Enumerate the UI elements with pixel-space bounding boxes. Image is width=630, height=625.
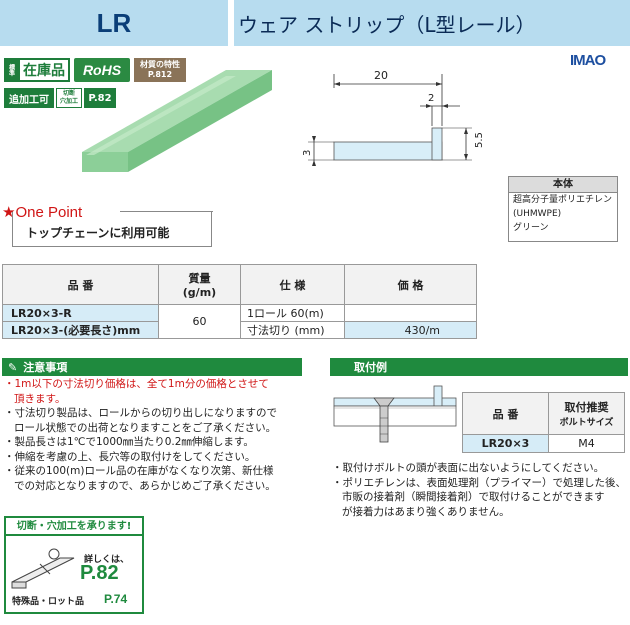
mounting-note: ・取付けボルトの頭が表面に出ないようにしてください。 — [332, 462, 605, 474]
cutting-illustration-icon — [11, 548, 75, 589]
caution-title: 注意事項 — [23, 361, 68, 374]
service-page-link[interactable]: P.82 — [80, 562, 119, 584]
price-cell: 430/m — [344, 321, 477, 339]
header-weight: 質量(g/m) — [158, 264, 241, 305]
stock-badge: 在庫品 — [18, 58, 70, 82]
caution-item: ・製品長さは1℃で1000㎜当たり0.2㎜伸縮します。 — [4, 436, 254, 448]
material-property-badge[interactable]: 材質の特性 P.812 — [134, 58, 186, 82]
service-box[interactable]: 切断・穴加工を承ります! 詳しくは、 P.82 特殊品・ロット品 P.74 — [4, 516, 144, 614]
header-price: 価 格 — [344, 264, 477, 305]
model-cell: LR20×3-(必要長さ)mm — [2, 321, 159, 339]
title-bar: LR ウェア ストリップ（L型レール） — [0, 0, 630, 46]
mounting-header: 取付例 — [330, 358, 628, 376]
dim-height: 5.5 — [474, 132, 485, 148]
header-spec: 仕 様 — [240, 264, 345, 305]
service-detail-text: 詳しくは、 — [84, 555, 130, 565]
material-box-header: 本体 — [509, 177, 617, 193]
rohs-badge: RoHS — [74, 58, 130, 82]
pencil-icon: ✎ — [8, 360, 18, 374]
table-row: LR20×3 M4 — [462, 434, 625, 453]
mounting-drawing — [333, 385, 457, 443]
caution-item: ・寸法切り製品は、ロールからの切り出しになりますのでロール状態での出荷となります… — [4, 407, 277, 434]
caution-header: ✎ 注意事項 — [2, 358, 302, 376]
material-line: (UHMWPE) — [513, 209, 562, 219]
drill-label: 穴加工 — [59, 98, 78, 105]
caution-list: ・1m以下の寸法切り価格は、全て1m分の価格とさせて頂きます。 ・寸法切り製品は… — [4, 377, 304, 493]
product-code: LR — [96, 7, 132, 38]
cut-label: 切断 — [62, 90, 75, 97]
one-point-line — [120, 211, 213, 212]
spec-cell: 寸法切り (mm) — [240, 321, 345, 339]
mounting-title: 取付例 — [354, 361, 387, 374]
cross-section-drawing: 20 2 3 5.5 — [302, 69, 485, 166]
model-cell: LR20×3-R — [2, 304, 159, 322]
one-point-text: トップチェーンに利用可能 — [26, 226, 170, 240]
cut-drill-badge: 切断 穴加工 — [56, 88, 82, 108]
product-image — [82, 70, 272, 172]
special-item-text: 特殊品・ロット品 — [12, 597, 85, 607]
spec-cell: 1ロール 60(m) — [240, 304, 345, 322]
weight-cell: 60 — [158, 304, 241, 339]
caution-item: ・従来の100(m)ロール品の在庫がなくなり次第、新仕様での対応となりますので、… — [4, 465, 276, 492]
spec-table-header: 品 番 質量(g/m) 仕 様 価 格 — [2, 264, 477, 305]
bolt-size-table: 品 番 取付推奨ボルトサイズ LR20×3 M4 — [462, 392, 625, 453]
material-property-page: P.812 — [147, 70, 173, 79]
table-row: LR20×3-(必要長さ)mm 寸法切り (mm) 430/m — [2, 321, 477, 339]
one-point-box — [12, 211, 212, 247]
model-cell: LR20×3 — [462, 434, 549, 453]
header-model: 品 番 — [2, 264, 159, 305]
table-row: LR20×3-R 60 1ロール 60(m) — [2, 304, 477, 339]
dim-thickness: 3 — [302, 150, 313, 156]
product-title: ウェア ストリップ（L型レール） — [238, 12, 536, 37]
material-line: 超高分子量ポリエチレン — [513, 195, 613, 205]
header-model: 品 番 — [462, 392, 549, 435]
mounting-notes: ・取付けボルトの頭が表面に出ないようにしてください。 ・ポリエチレンは、表面処理… — [332, 461, 628, 519]
caution-item: ・伸縮を考慮の上、長穴等の取付けをしてください。 — [4, 450, 256, 463]
dim-gap: 2 — [428, 93, 434, 104]
material-line: グリーン — [513, 223, 549, 233]
bolt-table-header: 品 番 取付推奨ボルトサイズ — [462, 392, 625, 435]
standard-badge: 標準 — [4, 58, 18, 82]
additional-work-badge: 追加工可 — [4, 88, 54, 108]
additional-page-link[interactable]: P.82 — [84, 88, 116, 108]
price-cell — [344, 304, 477, 322]
spec-table: 品 番 質量(g/m) 仕 様 価 格 LR20×3-R 60 1ロール 60(… — [2, 264, 477, 339]
dim-width: 20 — [374, 69, 388, 82]
bolt-cell: M4 — [548, 434, 625, 453]
header-divider — [228, 0, 234, 46]
special-page-link[interactable]: P.74 — [104, 592, 128, 606]
service-header: 切断・穴加工を承ります! — [6, 518, 142, 536]
caution-item: ・1m以下の寸法切り価格は、全て1m分の価格とさせて頂きます。 — [4, 378, 269, 405]
mounting-note: ・ポリエチレンは、表面処理剤（プライマー）で処理した後、 市販の接着剤（瞬間接着… — [332, 476, 626, 518]
one-point-label: ★One Point — [2, 204, 83, 221]
material-property-label: 材質の特性 — [140, 60, 180, 69]
material-box: 本体 超高分子量ポリエチレン (UHMWPE) グリーン — [508, 176, 618, 242]
header-bolt: 取付推奨ボルトサイズ — [548, 392, 625, 435]
imao-logo: IMAO — [570, 52, 606, 69]
